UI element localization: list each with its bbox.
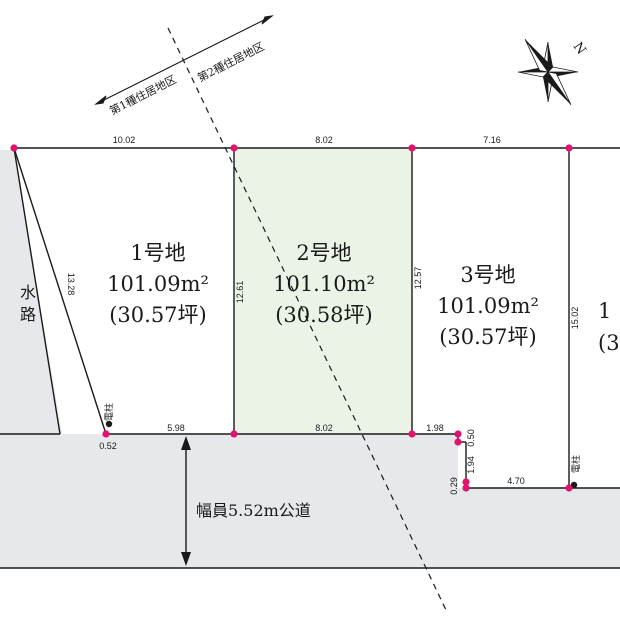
dim-bottom-lot3a: 1.98 [426,423,444,433]
dim-bottom-lot1: 5.98 [167,423,185,433]
dim-step-a: 0.50 [466,429,476,447]
lot-2-label: 2号地 101.10m² (30.58坪) [273,241,375,327]
dim-top-lot2: 8.02 [315,135,333,145]
utility-pole-icon [570,481,578,489]
corner-marker [454,438,462,446]
corner-marker [408,430,416,438]
corner-marker [230,430,238,438]
lot-1-area: 101.09m² [107,272,209,296]
lot-4-tsubo: (3 [598,331,620,355]
dim-lot4-left: 15.02 [570,307,580,330]
dim-corner-left: 0.52 [99,441,117,451]
corner-marker [462,484,470,492]
lot-2-fill [234,148,412,434]
corner-marker [454,430,462,438]
lot-1-label: 1号地 101.09m² (30.57坪) [107,241,209,327]
zoning-boundary-line [167,27,447,611]
lot-2-area: 101.10m² [273,272,375,296]
lot-1-name: 1号地 [130,241,185,265]
dim-top-lot3: 7.16 [483,135,501,145]
dim-bottom-lot2: 8.02 [315,423,333,433]
corner-marker [10,144,18,152]
lot-2-tsubo: (30.58坪) [275,303,373,327]
lot-3-name: 3号地 [460,263,515,287]
corner-marker [565,144,573,152]
dim-top-lot1: 10.02 [113,135,136,145]
road-label: 幅員5.52m公道 [196,501,311,520]
corner-marker [462,478,470,486]
utility-pole-icon [105,420,113,428]
dim-lot2-left: 12.61 [235,281,245,304]
zone-left-label: 第1種住居地区 [107,72,178,118]
waterway-char-2: 路 [20,305,36,324]
corner-markers [10,144,573,492]
road-width-arrow [181,436,191,566]
zone-arrow [94,15,274,105]
lot-3-label: 3号地 101.09m² (30.57坪) [437,263,539,349]
road-area [0,150,620,568]
dim-lot1-left: 13.28 [66,273,76,296]
compass-north-label: N [570,40,589,58]
lot-1-tsubo: (30.57坪) [109,303,207,327]
lot-3-area: 101.09m² [437,294,539,318]
lot-3-tsubo: (30.57坪) [439,325,537,349]
compass-icon [517,39,579,105]
corner-marker [565,484,573,492]
lot-2-name: 2号地 [296,241,351,265]
corner-marker [230,144,238,152]
dim-step-b: 1.94 [466,456,476,474]
lot-4-name: 1 [598,299,611,323]
dim-step-c: 0.29 [449,477,459,495]
dim-bottom-lot3b: 4.70 [507,476,525,486]
corner-marker [408,144,416,152]
corner-marker [102,430,110,438]
lot-4-label-partial: 1 (3 [598,299,620,355]
pole-label-left: 電柱 [103,403,115,421]
waterway-char-1: 水 [20,283,36,302]
zone-right-label: 第2種住居地区 [195,39,266,85]
dim-lot3-left: 12.57 [413,267,423,290]
pole-label-right: 電柱 [570,455,582,473]
